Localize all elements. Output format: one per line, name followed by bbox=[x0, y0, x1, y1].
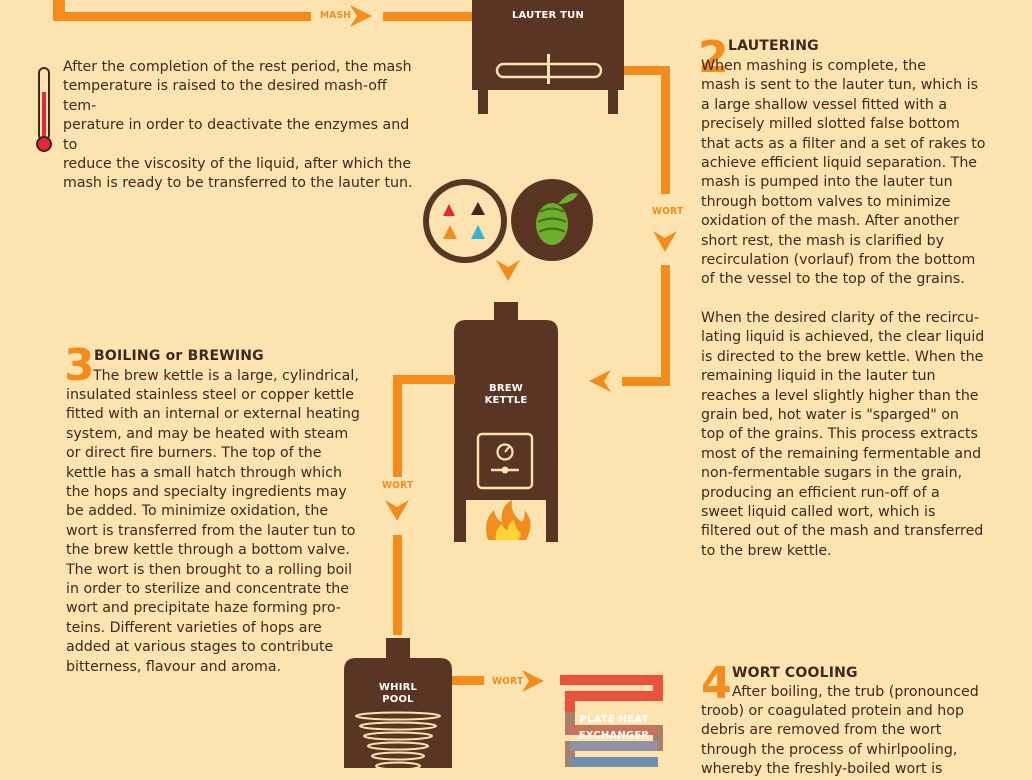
mash-pipe bbox=[53, 0, 473, 27]
boiling-line: be added. To minimize oxidation, the bbox=[66, 503, 329, 520]
specialty-ingredients-icon bbox=[423, 179, 507, 263]
boiling-line: the hops and specialty ingredients may bbox=[66, 484, 347, 501]
whirlpool-vessel bbox=[344, 638, 452, 768]
lautering-line: lating liquid is achieved, the clear liq… bbox=[701, 329, 985, 346]
boiling-line: insulated stainless steel or copper kett… bbox=[66, 387, 354, 403]
boiling-line: kettle has a small hatch through which bbox=[66, 464, 342, 481]
lautering-line: When mashing is complete, the bbox=[701, 58, 927, 74]
wort-pipe-3 bbox=[452, 670, 544, 692]
boiling-line: or direct fire burners. The top of the bbox=[66, 445, 322, 462]
lautering-line: short rest, the mash is clarified by bbox=[701, 232, 945, 249]
whirlpool-label-line2: POOL bbox=[382, 694, 414, 705]
section-number-3: 3 bbox=[64, 340, 95, 391]
wort-flow-label-1: WORT bbox=[652, 206, 684, 217]
mash-flow-label: MASH bbox=[320, 10, 352, 21]
boiling-line: fitted with an internal or external heat… bbox=[66, 406, 360, 423]
wort-pipe-2 bbox=[385, 375, 455, 635]
intro-line: mash is ready to be transferred to the l… bbox=[63, 175, 413, 192]
lautering-line: of the vessel to the top of the grains. bbox=[701, 271, 965, 288]
lautering-line: a large shallow vessel fitted with a bbox=[701, 96, 948, 113]
section-number-4: 4 bbox=[701, 658, 732, 709]
boiling-line: wort is transferred from the lauter tun … bbox=[66, 522, 356, 539]
boiling-line: teins. Different varieties of hops are bbox=[66, 619, 322, 636]
boiling-line: bitterness, flavour and aroma. bbox=[66, 658, 282, 675]
lautering-line: to the brew kettle. bbox=[701, 542, 832, 559]
boiling-line: The brew kettle is a large, cylindrical, bbox=[93, 368, 359, 384]
flame-icon bbox=[486, 500, 531, 540]
brew-kettle-label: BREW KETTLE bbox=[470, 383, 542, 407]
lautering-line: reaches a level slightly higher than the bbox=[701, 387, 979, 404]
cooling-paragraph: After boiling, the trub (pronounced bbox=[732, 683, 1012, 702]
hop-cone-icon bbox=[511, 179, 593, 261]
cooling-line: debris are removed from the wort bbox=[701, 722, 942, 739]
brew-kettle-vessel bbox=[454, 302, 558, 542]
thermometer-icon bbox=[36, 67, 52, 152]
section-number-2: 2 bbox=[698, 32, 729, 83]
wort-flow-label-3: WORT bbox=[492, 676, 524, 687]
cooling-line: troob) or coagulated protein and hop bbox=[701, 703, 964, 719]
lauter-tun-vessel bbox=[472, 0, 624, 114]
wort-flow-label-2: WORT bbox=[382, 480, 414, 491]
lautering-line: grain bed, hot water is "sparged" on bbox=[701, 407, 959, 424]
intro-line: After the completion of the rest period,… bbox=[63, 59, 412, 75]
cooling-line: through the process of whirlpooling, bbox=[701, 741, 958, 758]
brew-kettle-label-line1: BREW bbox=[489, 383, 523, 394]
whirlpool-label-line1: WHIRL bbox=[378, 682, 418, 693]
lautering-line: achieve efficient liquid separation. The bbox=[701, 155, 978, 172]
lautering-line: mash is sent to the lauter tun, which is bbox=[701, 77, 978, 94]
lautering-paragraph-1: When mashing is complete, the mash is se… bbox=[701, 57, 1001, 290]
lautering-line: oxidation of the mash. After another bbox=[701, 213, 959, 230]
ingredients-arrow bbox=[496, 260, 520, 281]
lautering-paragraph-2: When the desired clarity of the recircu-… bbox=[701, 309, 1001, 561]
boiling-line: system, and may be heated with steam bbox=[66, 425, 349, 442]
lautering-line: precisely milled slotted false bottom bbox=[701, 116, 960, 133]
brew-kettle-label-line2: KETTLE bbox=[484, 395, 528, 406]
intro-paragraph: After the completion of the rest period,… bbox=[63, 58, 423, 194]
intro-line: reduce the viscosity of the liquid, afte… bbox=[63, 156, 412, 173]
lautering-line: top of the grains. This process extracts bbox=[701, 426, 978, 443]
lautering-line: filtered out of the mash and transferred bbox=[701, 523, 984, 540]
whirlpool-label: WHIRL POOL bbox=[362, 682, 434, 706]
boiling-line: The wort is then brought to a rolling bo… bbox=[66, 561, 353, 578]
cooling-heading: WORT COOLING bbox=[732, 665, 858, 681]
cooling-line: whereby the freshly-boiled wort is bbox=[701, 761, 943, 778]
boiling-line: added at various stages to contribute bbox=[66, 639, 334, 656]
boiling-line: wort and precipitate haze forming pro- bbox=[66, 600, 341, 617]
lauter-tun-label: LAUTER TUN bbox=[511, 10, 585, 21]
lautering-line: that acts as a filter and a set of rakes… bbox=[701, 135, 986, 152]
intro-line: perature in order to deactivate the enzy… bbox=[63, 117, 410, 153]
lautering-line: producing an efficient run-off of a bbox=[701, 484, 940, 501]
boiling-paragraph: The brew kettle is a large, cylindrical, bbox=[93, 367, 383, 386]
lautering-line: recirculation (vorlauf) from the bottom bbox=[701, 252, 976, 269]
wort-pipe-1 bbox=[589, 66, 677, 392]
lautering-line: sweet liquid called wort, which is bbox=[701, 504, 936, 521]
plate-heat-exchanger-label-line1: PLATE HEAT bbox=[579, 714, 649, 725]
boiling-line: the brew kettle through a bottom valve. bbox=[66, 542, 350, 559]
lautering-heading: LAUTERING bbox=[728, 38, 819, 54]
plate-heat-exchanger-label: PLATE HEAT EXCHANGER bbox=[572, 712, 656, 744]
cooling-line: After boiling, the trub (pronounced bbox=[732, 684, 979, 700]
lautering-line: through bottom valves to minimize bbox=[701, 193, 951, 210]
lautering-line: mash is pumped into the lauter tun bbox=[701, 174, 953, 191]
lautering-line: most of the remaining fermentable and bbox=[701, 445, 982, 462]
lautering-line: non-fermentable sugars in the grain, bbox=[701, 465, 963, 482]
plate-heat-exchanger-label-line2: EXCHANGER bbox=[578, 730, 650, 741]
pressure-gauge-icon bbox=[476, 432, 534, 490]
lautering-line: When the desired clarity of the recircu- bbox=[701, 310, 979, 326]
boiling-paragraph-cont: insulated stainless steel or copper kett… bbox=[66, 386, 366, 677]
lautering-line: remaining liquid in the lauter tun bbox=[701, 368, 936, 385]
intro-line: temperature is raised to the desired mas… bbox=[63, 78, 387, 114]
plate-heat-exchanger-icon bbox=[560, 675, 663, 767]
boiling-heading: BOILING or BREWING bbox=[94, 348, 264, 364]
lautering-line: is directed to the brew kettle. When the bbox=[701, 348, 984, 365]
boiling-line: in order to sterilize and concentrate th… bbox=[66, 581, 349, 598]
